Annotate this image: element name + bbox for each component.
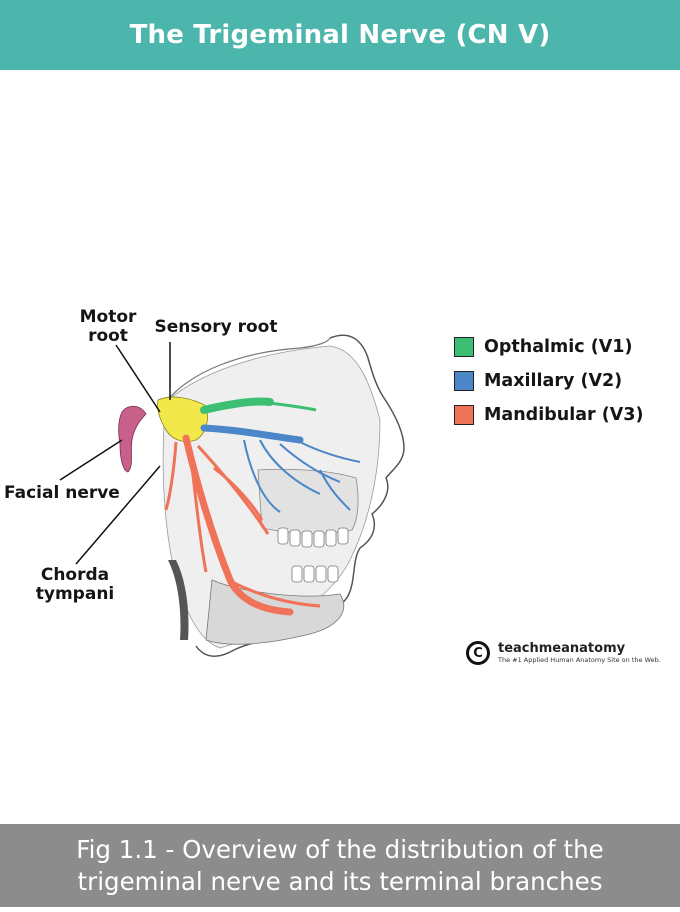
mandibular-swatch	[454, 405, 474, 425]
brand-name: teachmeanatomy	[498, 641, 626, 656]
mandibular-branch	[182, 434, 294, 616]
legend-label: Opthalmic (V1)	[484, 337, 633, 357]
label-chorda-tympani: Chorda tympani	[35, 565, 115, 604]
skull-outline	[165, 337, 331, 403]
caption-line-2: trigeminal nerve and its terminal branch…	[77, 866, 603, 896]
facial-nerve-pointer	[59, 439, 123, 481]
facial-nerve-shape	[118, 405, 147, 473]
caption-line-1: Fig 1.1 - Overview of the distribution o…	[76, 834, 604, 864]
legend-item-ophthalmic: Opthalmic (V1)	[454, 330, 643, 364]
legend: Opthalmic (V1) Maxillary (V2) Mandibular…	[454, 330, 643, 432]
maxillary-plexus	[243, 439, 361, 513]
legend-item-maxillary: Maxillary (V2)	[454, 364, 643, 398]
page-title: The Trigeminal Nerve (CN V)	[129, 20, 551, 50]
jugular-vessel	[168, 560, 189, 640]
lower-teeth	[291, 565, 339, 583]
ophthalmic-twig	[259, 400, 317, 412]
figure-caption: Fig 1.1 - Overview of the distribution o…	[0, 824, 680, 907]
brand-watermark: C teachmeanatomy The #1 Applied Human An…	[466, 641, 661, 665]
upper-teeth	[277, 527, 349, 548]
legend-label: Mandibular (V3)	[484, 405, 644, 425]
page-header: The Trigeminal Nerve (CN V)	[0, 0, 680, 70]
maxillary-branch	[200, 424, 304, 444]
trigeminal-ganglion	[157, 396, 208, 442]
mandibular-twigs	[164, 441, 321, 608]
copyright-icon: C	[466, 641, 490, 665]
motor-root-pointer	[115, 344, 161, 413]
legend-label: Maxillary (V2)	[484, 371, 623, 391]
legend-item-mandibular: Mandibular (V3)	[454, 398, 643, 432]
brand-tagline: The #1 Applied Human Anatomy Site on the…	[498, 656, 661, 664]
chorda-tympani-pointer	[75, 465, 161, 565]
label-facial-nerve: Facial nerve	[4, 483, 120, 503]
ophthalmic-swatch	[454, 337, 474, 357]
maxillary-swatch	[454, 371, 474, 391]
label-motor-root: Motor root	[79, 307, 137, 346]
label-sensory-root: Sensory root	[154, 317, 278, 337]
